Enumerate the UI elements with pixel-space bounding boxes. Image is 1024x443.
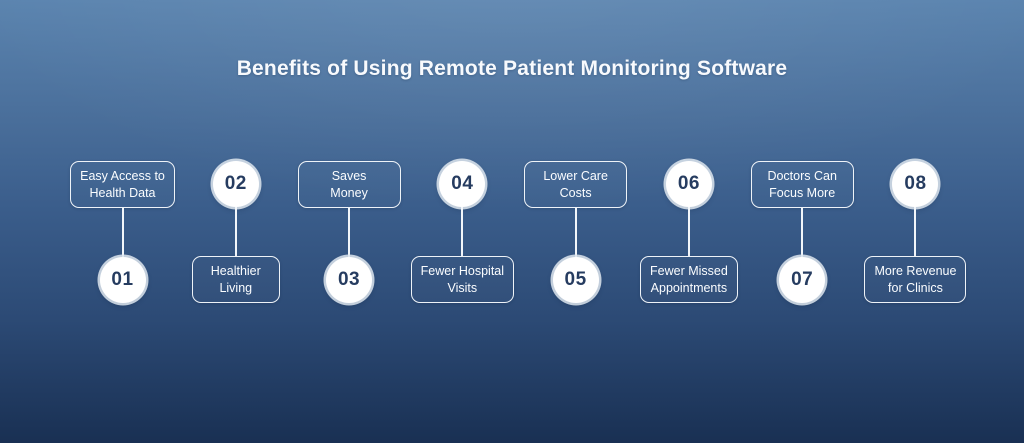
benefit-item-01: Easy Access to Health Data 01	[66, 161, 179, 303]
connector-line	[914, 207, 917, 256]
connector-line	[348, 208, 351, 257]
step-circle: 04	[439, 161, 486, 207]
benefits-row: Easy Access to Health Data 01 02 Healthi…	[66, 161, 972, 303]
benefit-card: Lower Care Costs	[524, 161, 628, 208]
step-circle: 08	[892, 161, 939, 207]
benefit-item-06: 06 Fewer Missed Appointments	[632, 161, 745, 303]
step-circle: 03	[326, 257, 373, 303]
infographic-title: Benefits of Using Remote Patient Monitor…	[236, 57, 788, 80]
benefit-card: Doctors Can Focus More	[750, 161, 854, 208]
connector-line	[121, 208, 124, 257]
step-circle: 06	[665, 161, 712, 207]
benefit-item-05: Lower Care Costs 05	[519, 161, 632, 303]
connector-line	[801, 208, 804, 257]
connector-line	[234, 207, 237, 256]
connector-line	[574, 208, 577, 257]
connector-line	[687, 207, 690, 256]
connector-line	[461, 207, 464, 256]
step-circle: 02	[212, 161, 259, 207]
benefit-item-02: 02 Healthier Living	[179, 161, 292, 303]
benefit-card: Fewer Missed Appointments	[640, 256, 738, 303]
benefit-item-08: 08 More Revenue for Clinics	[859, 161, 972, 303]
benefit-item-07: Doctors Can Focus More 07	[746, 161, 859, 303]
benefit-card: Fewer Hospital Visits	[410, 256, 515, 303]
step-circle: 01	[99, 257, 146, 303]
benefit-item-03: Saves Money 03	[293, 161, 406, 303]
benefit-card: Healthier Living	[191, 256, 280, 303]
benefit-item-04: 04 Fewer Hospital Visits	[406, 161, 519, 303]
step-circle: 05	[552, 257, 599, 303]
step-circle: 07	[779, 257, 826, 303]
benefit-card: Easy Access to Health Data	[70, 161, 175, 208]
benefit-card: Saves Money	[297, 161, 401, 208]
benefit-card: More Revenue for Clinics	[864, 256, 967, 303]
